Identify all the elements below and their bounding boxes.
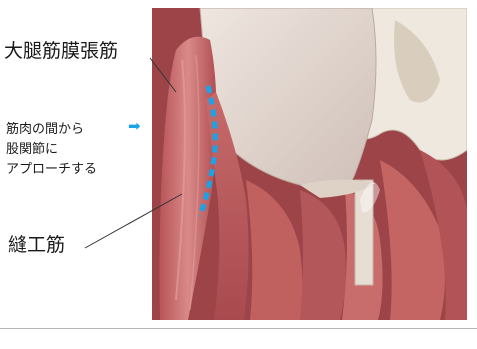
approach-note-line: アプローチする bbox=[6, 160, 97, 180]
approach-note-line: 筋肉の間から bbox=[6, 120, 97, 140]
arrow-right-icon: ➡ bbox=[128, 117, 141, 135]
approach-note: 筋肉の間から 股関節に アプローチする bbox=[6, 120, 97, 180]
bottom-divider bbox=[0, 328, 477, 329]
anatomy-image bbox=[152, 8, 467, 320]
label-tensor-fasciae-latae: 大腿筋膜張筋 bbox=[4, 36, 118, 63]
approach-note-line: 股関節に bbox=[6, 140, 97, 160]
label-sartorius: 縫工筋 bbox=[8, 230, 65, 257]
